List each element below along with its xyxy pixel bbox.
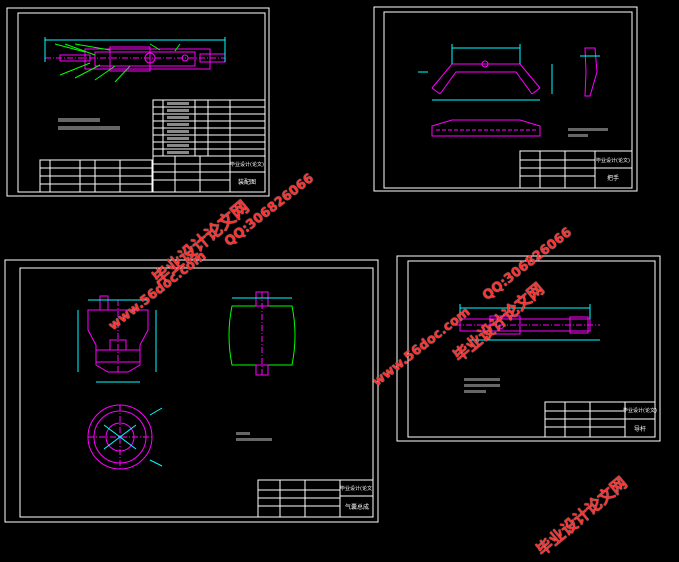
- title-block-school: 毕业设计(论文): [623, 407, 657, 414]
- parts-list-cells: [167, 102, 189, 154]
- note-block: [568, 128, 608, 131]
- airbag-section-dims: [77, 299, 157, 383]
- title-block: [257, 479, 374, 518]
- handle-dimensions: [418, 44, 553, 101]
- airbag-top-view: [87, 404, 163, 470]
- title-block-school: 毕业设计(论文): [340, 485, 374, 492]
- handle-side-view: [580, 47, 600, 97]
- title-block-school: 毕业设计(论文): [230, 161, 264, 168]
- note-block: [58, 126, 120, 130]
- handle-top-view: [431, 119, 541, 137]
- sheet-outer-frame: [4, 259, 379, 523]
- note-block: [236, 432, 250, 435]
- sheet-inner-frame: [407, 260, 656, 438]
- sheet-inner-frame: [383, 11, 633, 189]
- title-block-drawing-name: 导杆: [634, 425, 646, 433]
- parts-list-table: [152, 99, 266, 157]
- lower-parts-table: [39, 159, 153, 193]
- sheet-outer-frame: [396, 255, 661, 442]
- note-block: [464, 390, 486, 393]
- sheet-outer-frame: [6, 7, 270, 197]
- note-block: [464, 378, 500, 381]
- handle-front-view: [431, 60, 541, 95]
- title-block: [519, 150, 633, 189]
- rod-view: [455, 315, 600, 335]
- title-block-school: 毕业设计(论文): [596, 157, 630, 164]
- sheet-outer-frame: [373, 6, 638, 192]
- airbag-section-view: [87, 295, 149, 373]
- title-block: [152, 155, 266, 193]
- note-block: [464, 384, 500, 387]
- note-block: [58, 118, 100, 122]
- sheet-handle: 毕业设计(论文) 把手: [373, 6, 638, 192]
- sheet-inner-frame: [19, 267, 374, 518]
- title-block-drawing-name: 装配图: [238, 178, 256, 186]
- sheet-airbag: 毕业设计(论文) 气囊总成: [4, 259, 379, 523]
- note-block: [236, 438, 272, 441]
- title-block-drawing-name: 把手: [607, 174, 619, 182]
- rod-dimensions: [459, 304, 600, 341]
- sheet-assembly: 毕业设计(论文) 装配图: [6, 7, 270, 197]
- note-block: [568, 134, 588, 137]
- title-block-drawing-name: 气囊总成: [345, 503, 369, 511]
- sheet-guide-rod: 毕业设计(论文) 导杆: [396, 255, 661, 442]
- title-block: [544, 401, 656, 438]
- airbag-front-view: [228, 291, 296, 376]
- assembly-view: [44, 37, 226, 83]
